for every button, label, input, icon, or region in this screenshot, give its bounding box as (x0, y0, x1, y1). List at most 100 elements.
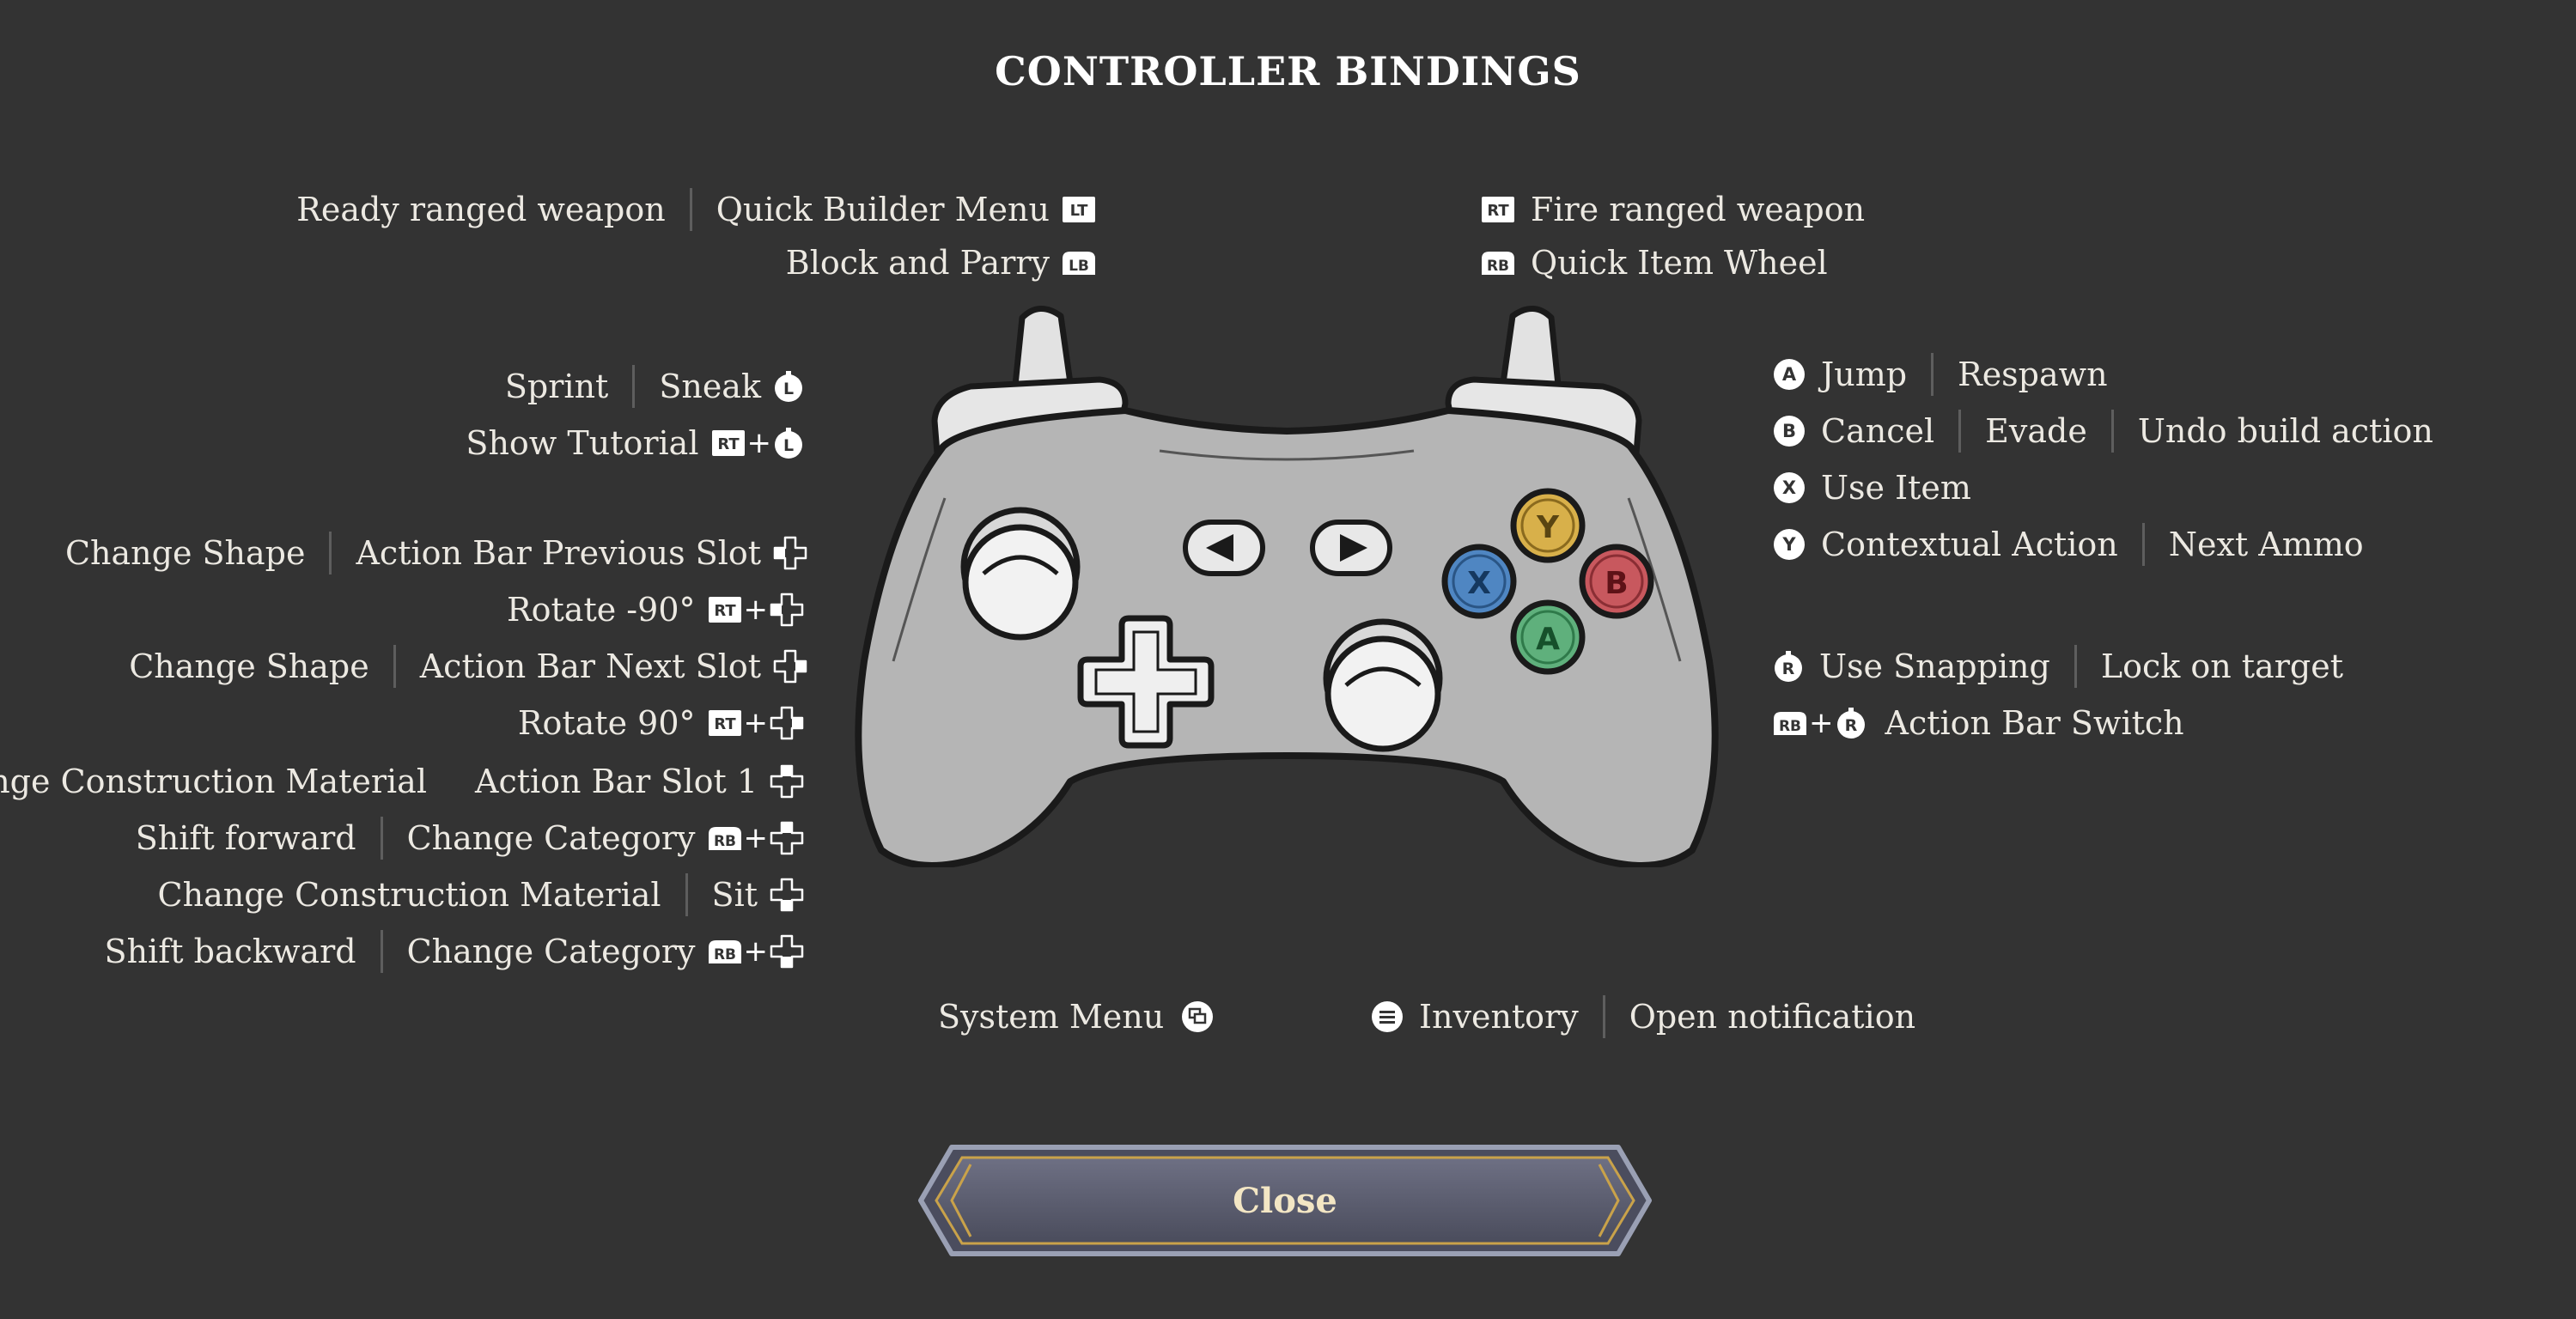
svg-text:Y: Y (1536, 510, 1560, 545)
binding-label: Action Bar Previous Slot (356, 534, 761, 572)
binding-label: Quick Item Wheel (1531, 244, 1828, 282)
binding-label: Open notification (1629, 998, 1916, 1036)
divider (1602, 995, 1605, 1038)
left-stick-icon: L (773, 426, 804, 460)
rb-bumper-icon: RB (708, 939, 742, 964)
left-stick-row: Sprint Sneak L (258, 359, 804, 414)
divider (380, 817, 383, 860)
svg-text:RT: RT (717, 435, 740, 453)
binding-label: Quick Builder Menu (716, 191, 1050, 228)
plus-sign: + (743, 934, 769, 969)
system-menu-row: System Menu (938, 989, 1230, 1044)
b-button-row: B Cancel Evade Undo build action (1773, 404, 2512, 459)
plus-sign: + (746, 426, 772, 460)
divider (685, 873, 688, 916)
binding-label: Use Snapping (1819, 647, 2050, 685)
binding-label: Sneak (659, 368, 761, 405)
right-stick-row: R Use Snapping Lock on target (1773, 639, 2512, 694)
svg-text:RT: RT (714, 715, 736, 733)
binding-label: Undo build action (2137, 412, 2433, 450)
svg-text:RT: RT (1487, 202, 1509, 220)
rt-trigger-icon: RT (708, 596, 742, 623)
svg-text:R: R (1782, 660, 1795, 678)
svg-text:RB: RB (713, 946, 735, 963)
svg-text:LB: LB (1069, 258, 1089, 275)
rb-binding-row: RB Quick Item Wheel (1481, 235, 2168, 290)
page-title: CONTROLLER BINDINGS (995, 48, 1581, 94)
svg-text:A: A (1782, 364, 1797, 385)
svg-text:R: R (1844, 716, 1857, 735)
binding-label: Action Bar Next Slot (419, 647, 761, 685)
dpad-right-icon (773, 649, 807, 684)
dpad-up-row: ange Construction Material Action Bar Sl… (0, 754, 804, 809)
dpad-left-icon (773, 536, 807, 570)
right-thumbstick (1323, 618, 1443, 752)
rb-bumper-icon: RB (708, 825, 742, 851)
menu-button-row: Inventory Open notification (1371, 989, 2024, 1044)
tutorial-row: Show Tutorial RT + L (258, 416, 804, 471)
dpad-right-icon (770, 706, 804, 740)
shift-forward-row: Shift forward Change Category RB + (0, 811, 804, 866)
binding-label: System Menu (938, 998, 1165, 1036)
svg-text:L: L (783, 380, 794, 398)
plus-sign: + (1809, 706, 1834, 740)
menu-button-icon (1371, 1000, 1404, 1033)
x-button-icon: X (1773, 471, 1806, 504)
svg-text:B: B (1605, 566, 1628, 601)
lt-trigger-icon: LT (1062, 196, 1096, 223)
binding-label: Lock on target (2100, 647, 2343, 685)
controller-illustration: Y X B A (855, 306, 1719, 867)
binding-label: Sprint (504, 368, 609, 405)
menu-button (1310, 520, 1392, 576)
binding-label: ange Construction Material (0, 763, 427, 800)
dpad-down-row: Change Construction Material Sit (0, 867, 804, 922)
a-button-icon: A (1773, 358, 1806, 391)
shift-backward-row: Shift backward Change Category RB + (0, 924, 804, 979)
binding-label: Rotate 90° (517, 704, 696, 742)
divider (393, 645, 396, 688)
binding-label: Next Ammo (2168, 526, 2364, 563)
svg-text:X: X (1467, 566, 1491, 601)
rotate-neg-row: Rotate -90° RT + (0, 582, 804, 637)
right-stick-icon: R (1773, 649, 1804, 684)
binding-label: Rotate -90° (507, 591, 696, 629)
close-button[interactable]: Close (917, 1142, 1653, 1259)
dpad-down-icon (770, 878, 804, 912)
svg-text:RB: RB (1487, 258, 1509, 275)
divider (689, 188, 692, 231)
binding-label: Inventory (1419, 998, 1579, 1036)
dpad-up-icon (770, 821, 804, 855)
svg-text:B: B (1782, 421, 1796, 441)
svg-text:RT: RT (714, 602, 736, 620)
x-button-row: X Use Item (1773, 460, 2512, 515)
divider (329, 532, 332, 574)
divider (2074, 645, 2077, 688)
a-face-button: A (1510, 599, 1586, 675)
rb-bumper-icon: RB (1481, 250, 1515, 276)
rt-trigger-icon: RT (1481, 196, 1515, 223)
rotate-pos-row: Rotate 90° RT + (0, 696, 804, 751)
binding-label: Block and Parry (785, 244, 1050, 282)
view-button (1183, 520, 1265, 576)
binding-label: Evade (1985, 412, 2087, 450)
svg-text:Y: Y (1781, 534, 1796, 555)
binding-label: Action Bar Switch (1885, 704, 2184, 742)
left-thumbstick (960, 507, 1081, 641)
dpad (1077, 615, 1215, 749)
right-stick-icon: R (1836, 706, 1867, 740)
binding-label: Use Item (1821, 469, 1971, 507)
binding-label: Fire ranged weapon (1531, 191, 1866, 228)
divider (2141, 523, 2145, 566)
divider (1958, 410, 1962, 453)
binding-label: Action Bar Slot 1 (475, 763, 758, 800)
plus-sign: + (743, 821, 769, 855)
dpad-left-icon (770, 593, 804, 627)
rt-trigger-icon: RT (711, 429, 746, 457)
divider (2110, 410, 2114, 453)
binding-label: Change Shape (129, 647, 369, 685)
binding-label: Change Construction Material (157, 876, 661, 914)
svg-text:RB: RB (713, 833, 735, 850)
close-button-label: Close (1233, 1180, 1337, 1221)
rb-bumper-icon: RB (1773, 710, 1807, 736)
x-face-button: X (1441, 544, 1517, 619)
